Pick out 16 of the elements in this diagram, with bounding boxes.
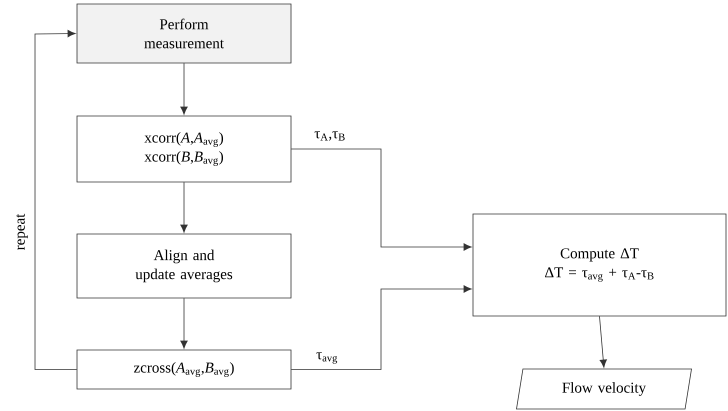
arrow	[599, 316, 607, 368]
process-box: zcross(A$_{avg}$,B$_{avg}$)	[76, 350, 292, 390]
process-box: Align and update averages	[76, 234, 292, 298]
edge-label: repeat	[16, 214, 28, 250]
start-box: Perform measurement	[76, 4, 292, 64]
arrow	[180, 298, 188, 349]
edge-label: τ$_{A}$,τ$_{B}$	[314, 131, 345, 141]
output-parallelogram: Flow velocity	[516, 368, 692, 410]
arrow	[180, 63, 188, 115]
arrow	[34, 30, 77, 370]
arrow	[291, 148, 472, 251]
process-box: Compute ΔT ΔT = τ$_{avg}$ + τ$_{A}$-τ$_{B}$	[472, 214, 726, 316]
edge-label: τ$_{avg}$	[316, 352, 338, 364]
arrow	[180, 182, 188, 233]
arrow	[291, 285, 472, 370]
process-box: xcorr(A,A$_{avg}$) xcorr(B,B$_{avg}$)	[76, 116, 292, 182]
